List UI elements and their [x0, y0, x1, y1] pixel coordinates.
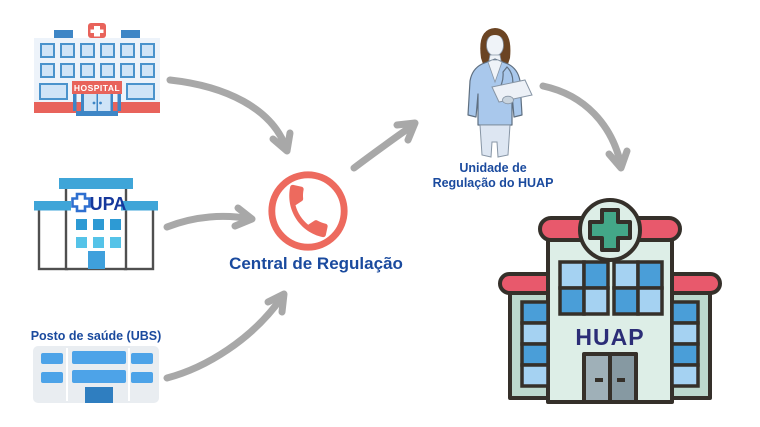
hospital-sign-label: HOSPITAL [74, 83, 120, 93]
hospital-sign [72, 81, 122, 94]
huap-building-icon: HUAP [498, 198, 722, 404]
unidade-label-line1: Unidade de [459, 161, 527, 175]
huap-sign-label: HUAP [575, 324, 644, 350]
upa-sign-label: UPA [90, 194, 127, 214]
upa-cross-icon [71, 192, 91, 213]
arrow-ubs-to-central-icon [163, 290, 288, 382]
unidade-label-line2: Regulação do HUAP [432, 176, 554, 190]
upa-building-icon: UPA [34, 178, 158, 271]
green-cross-icon [588, 208, 632, 252]
arrows-group [163, 76, 631, 382]
arrow-upa-to-central-icon [163, 204, 256, 231]
phone-icon [268, 171, 348, 251]
ubs-label: Posto de saúde (UBS) [30, 329, 162, 343]
arrow-central-to-unidade-icon [350, 119, 419, 172]
arrow-hospital-to-central-icon [166, 76, 294, 155]
unidade-label: Unidade de Regulação do HUAP [403, 161, 583, 191]
hospital-building-icon: HOSPITAL [34, 23, 160, 116]
central-label: Central de Regulação [229, 254, 403, 273]
ubs-building-icon [33, 346, 159, 403]
arrow-unidade-to-huap-icon [539, 82, 631, 172]
document-icon [491, 79, 533, 103]
clerk-person-icon [467, 28, 533, 158]
